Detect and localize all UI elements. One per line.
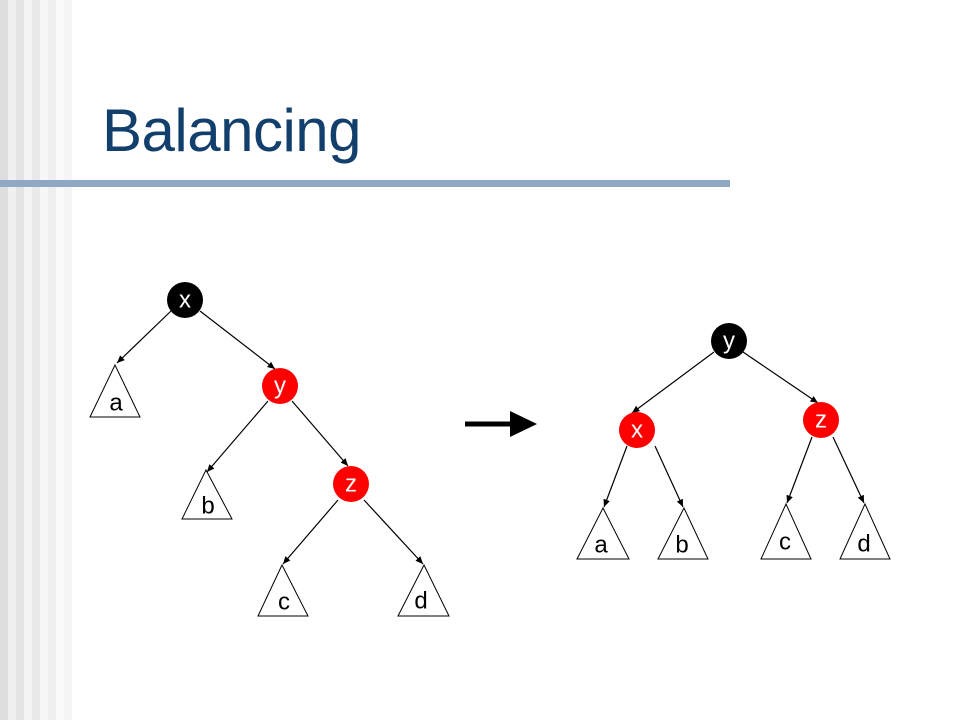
edge-y-b [206, 400, 269, 473]
leaf-label: a [109, 390, 123, 417]
before-node-z: z [333, 466, 369, 502]
after-tree-edges [603, 351, 865, 508]
edge-x-a [603, 445, 628, 508]
leaf-label: c [278, 589, 290, 616]
edge-z-d [363, 499, 424, 565]
title-underline [0, 180, 730, 187]
after-leaf-b: b [657, 506, 709, 560]
before-leaf-c: c [257, 563, 309, 617]
edge-y-z [291, 400, 349, 467]
node-label: z [345, 471, 357, 498]
leaf-label: d [414, 588, 427, 615]
edge-x-y [199, 310, 276, 370]
before-node-y: y [262, 368, 298, 404]
background-stripe [24, 0, 32, 720]
leaf-label: c [779, 529, 791, 556]
background-stripe [32, 0, 40, 720]
edge-z-c [282, 499, 339, 565]
node-label: x [631, 417, 643, 444]
slide-title: Balancing [102, 97, 362, 164]
background-stripe [0, 0, 8, 720]
before-node-x: x [167, 282, 203, 318]
node-label: y [274, 373, 286, 400]
after-leaf-d: d [839, 502, 891, 560]
edge-x-b [654, 445, 684, 508]
before-tree-edges [116, 310, 424, 565]
edge-z-c [786, 436, 813, 504]
after-leaf-a: a [576, 506, 630, 560]
edge-x-a [116, 310, 172, 364]
node-label: y [723, 328, 735, 355]
edge-y-z [742, 351, 819, 404]
after-node-x: x [619, 412, 655, 448]
background-stripe [16, 0, 24, 720]
before-leaf-d: d [397, 563, 450, 617]
after-node-z: z [803, 402, 839, 438]
leaf-label: b [675, 532, 688, 559]
background-stripe [64, 0, 72, 720]
background-stripe [48, 0, 56, 720]
edge-y-x [631, 351, 715, 414]
after-leaf-c: c [760, 502, 812, 560]
edge-z-d [832, 436, 865, 504]
background-stripe [56, 0, 64, 720]
background-stripe [8, 0, 16, 720]
leaf-label: d [857, 531, 870, 558]
before-leaf-a: a [89, 363, 141, 418]
node-label: z [815, 407, 827, 434]
right-arrow-icon [465, 411, 537, 437]
after-node-y: y [711, 323, 747, 359]
leaf-label: b [201, 493, 214, 520]
node-label: x [179, 287, 191, 314]
before-leaf-b: b [181, 468, 233, 520]
leaf-label: a [594, 532, 608, 559]
background-stripe [40, 0, 48, 720]
